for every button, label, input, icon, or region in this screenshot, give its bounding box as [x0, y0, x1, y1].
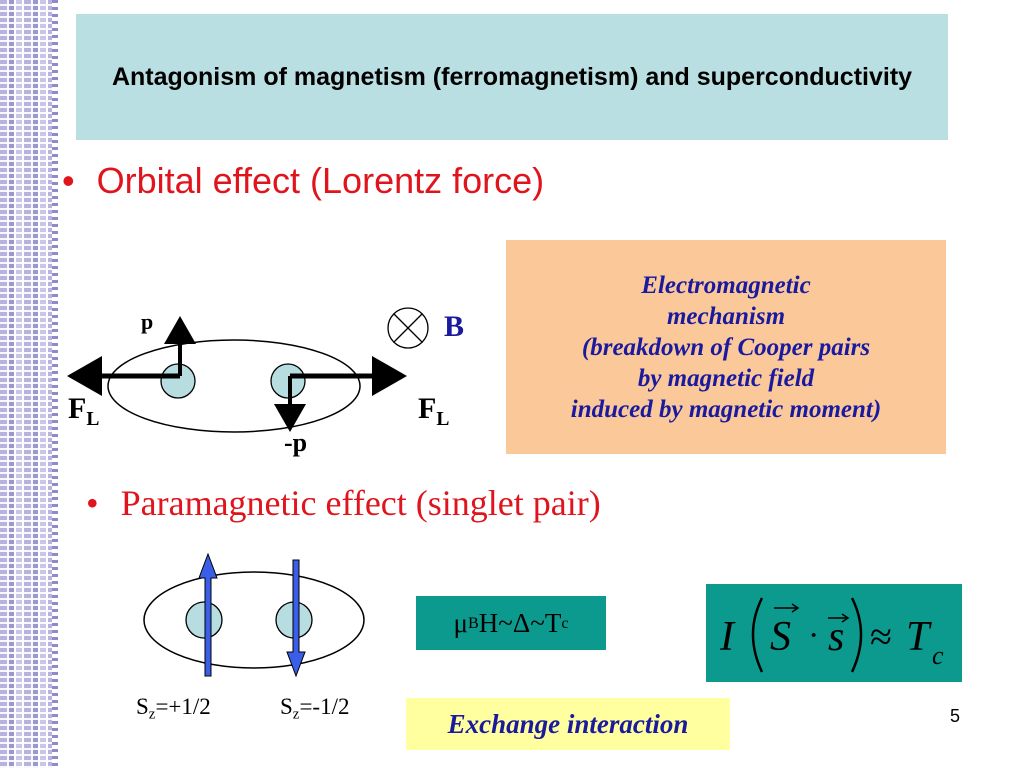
label-force-left: FL — [68, 392, 99, 431]
spin-down-label: Sz=-1/2 — [280, 694, 349, 723]
spin-subscript: z — [148, 706, 156, 723]
spin-value: =+1/2 — [155, 694, 211, 719]
em-mechanism-box: Electromagnetic mechanism (breakdown of … — [506, 240, 946, 454]
exchange-formula-box: I S · s ≈ T c — [706, 584, 962, 682]
electron-spin-up — [185, 601, 223, 639]
bullet-paramagnetic-effect: • Paramagnetic effect (singlet pair) — [86, 482, 601, 524]
slide-title: Antagonism of magnetism (ferromagnetism)… — [111, 63, 913, 91]
force-subscript: L — [436, 408, 450, 430]
force-subscript: L — [86, 408, 100, 430]
right-paren — [850, 597, 863, 673]
formula-c: c — [932, 641, 944, 670]
vector-arrowhead-s — [841, 613, 850, 623]
page-number: 5 — [950, 706, 961, 726]
tc-subscript: c — [561, 613, 569, 632]
mu-subscript: B — [467, 613, 479, 632]
label-force-right: FL — [418, 392, 449, 431]
em-line: by magnetic field — [637, 364, 815, 392]
label-minus-p: -p — [284, 428, 308, 457]
spin-down-arrow — [286, 559, 306, 678]
spin-symbol: S — [280, 694, 293, 719]
exchange-formula: I S · s ≈ T c — [719, 597, 944, 673]
formula-T: T — [906, 614, 932, 660]
formula-I: I — [719, 614, 736, 660]
mu-symbol: μ — [453, 607, 468, 638]
spin-up-label: Sz=+1/2 — [136, 694, 211, 723]
singlet-pair-ellipse — [143, 571, 365, 669]
vector-arrowhead-S — [791, 603, 800, 613]
bullet-dot: • — [62, 160, 75, 201]
decorative-left-strip — [0, 0, 58, 768]
bullet-orbital-text: Orbital effect (Lorentz force) — [96, 160, 545, 201]
formula-approx: ≈ — [870, 614, 892, 659]
left-paren — [751, 597, 764, 673]
spin-value: =-1/2 — [299, 694, 350, 719]
em-line: induced by magnetic moment) — [570, 395, 882, 423]
cooper-pair-ellipse — [107, 339, 361, 433]
exchange-interaction-label: Exchange interaction — [406, 698, 730, 750]
em-line: (breakdown of Cooper pairs — [581, 333, 871, 361]
spin-up-arrow — [198, 552, 218, 677]
formula-s: s — [828, 614, 844, 660]
formula-S: S — [770, 614, 791, 660]
label-b-field: B — [444, 310, 465, 343]
relation-text: H~Δ~T — [478, 607, 562, 638]
bullet-orbital-effect: • Orbital effect (Lorentz force) — [62, 160, 544, 202]
title-box: Antagonism of magnetism (ferromagnetism)… — [76, 14, 948, 140]
formula-dot: · — [808, 617, 819, 654]
b-field-into-page-icon — [387, 307, 429, 349]
force-symbol: F — [68, 392, 87, 425]
spin-subscript: z — [292, 706, 300, 723]
em-line: mechanism — [666, 302, 786, 330]
spin-symbol: S — [136, 694, 149, 719]
force-symbol: F — [418, 392, 437, 425]
em-line: Electromagnetic — [641, 271, 811, 299]
bullet-dot: • — [86, 483, 99, 523]
bullet-paramagnetic-text: Paramagnetic effect (singlet pair) — [120, 483, 601, 523]
label-p: p — [141, 309, 154, 334]
